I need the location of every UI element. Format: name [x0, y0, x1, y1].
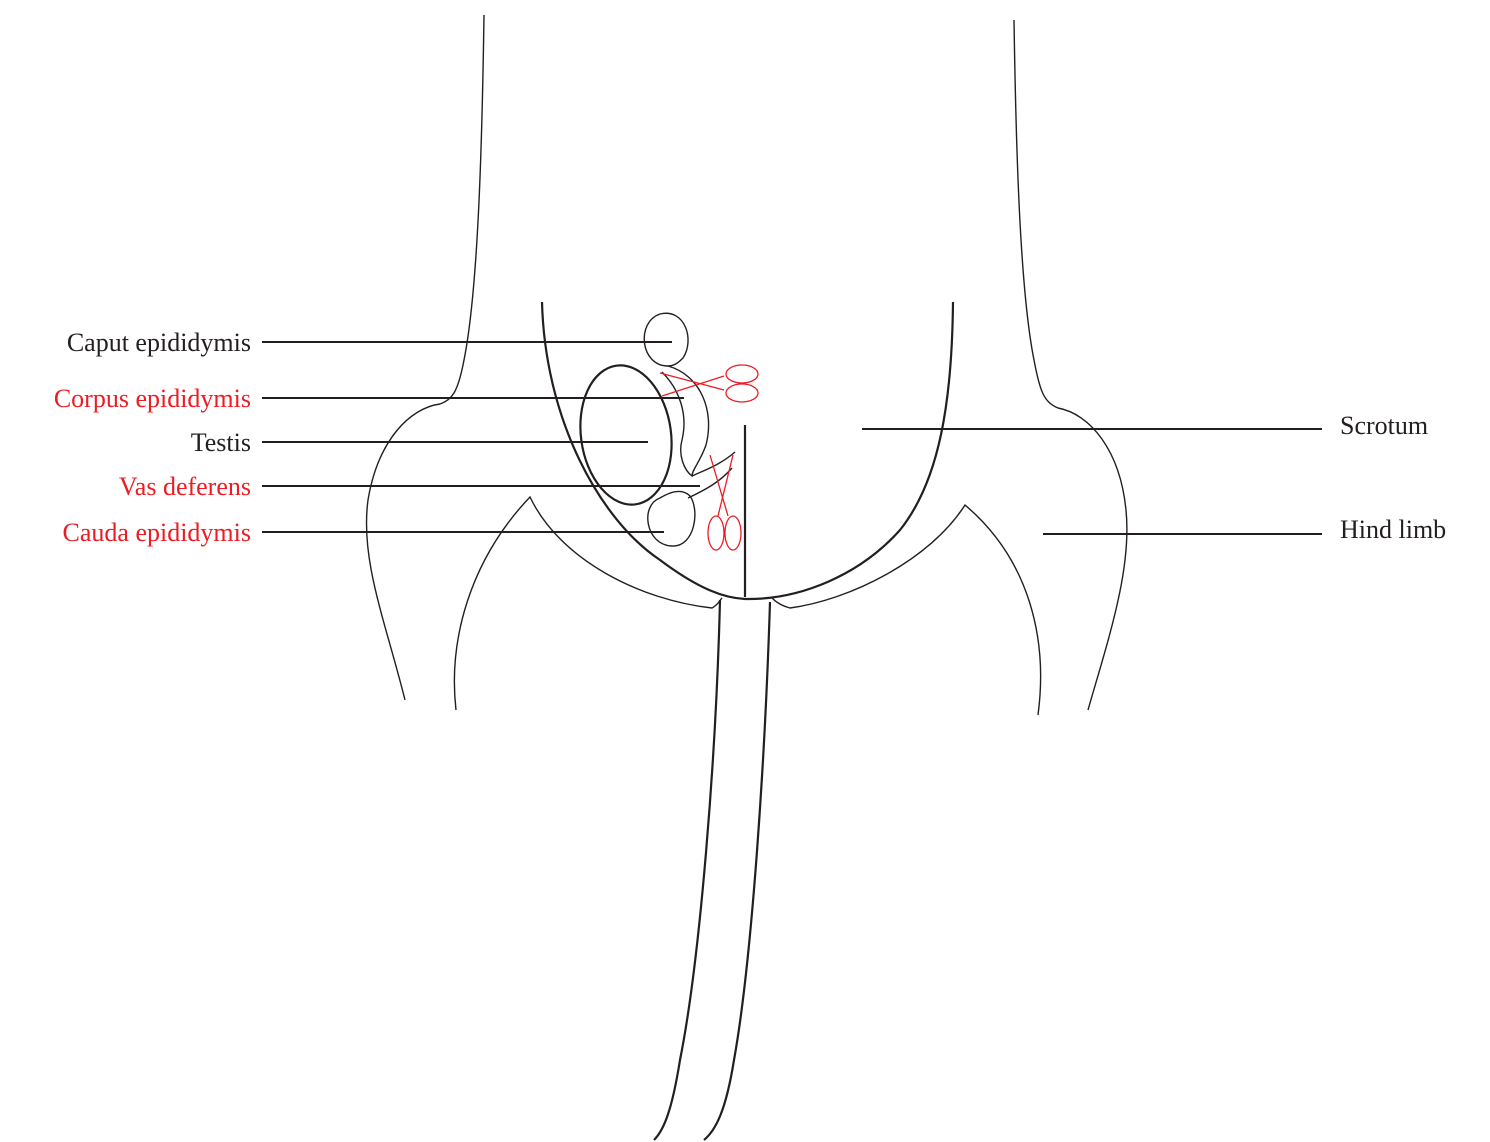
label-cauda-epididymis: Cauda epididymis: [63, 518, 251, 547]
tail-outline: [654, 600, 770, 1140]
label-caput-epididymis: Caput epididymis: [67, 328, 251, 357]
caput-epididymis: [644, 313, 688, 366]
testis-group: [572, 313, 735, 546]
label-testis: Testis: [191, 428, 251, 457]
label-hind-limb: Hind limb: [1340, 515, 1446, 544]
label-corpus-epididymis: Corpus epididymis: [54, 384, 251, 413]
label-scrotum: Scrotum: [1340, 411, 1428, 440]
leader-lines: [262, 342, 1322, 534]
label-vas-deferens: Vas deferens: [119, 472, 251, 501]
scissors-icon: [708, 455, 741, 550]
cauda-epididymis: [648, 492, 695, 546]
scissors-icon: [660, 365, 758, 402]
scrotum-outline: [542, 302, 953, 599]
testis: [572, 359, 681, 510]
